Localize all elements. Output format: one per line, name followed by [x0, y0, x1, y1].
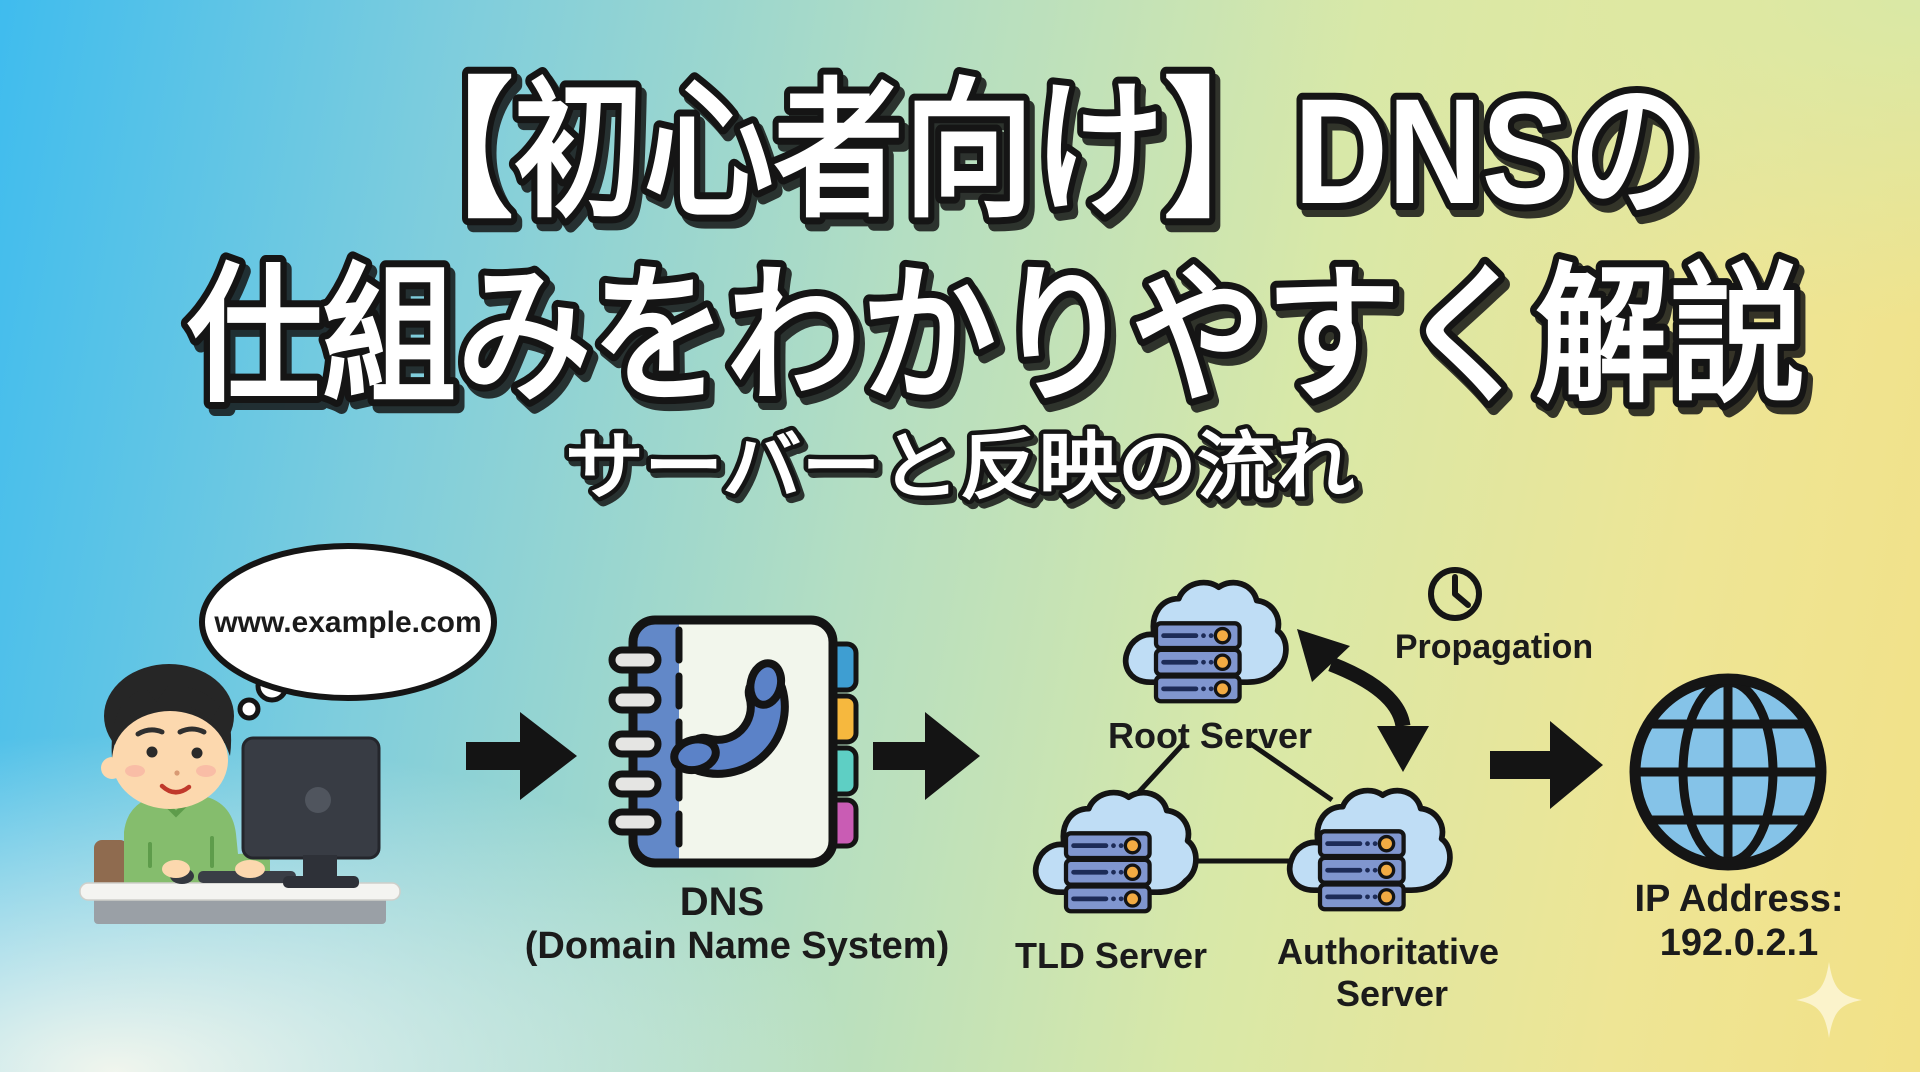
blush-left	[125, 765, 145, 777]
monitor-base	[283, 876, 359, 888]
thought-bubble-icon: www.example.com	[199, 543, 497, 721]
phone-book-icon: DNS (Domain Name System)	[525, 615, 949, 967]
dns-label: DNS	[680, 880, 764, 924]
tld-server-label: TLD Server	[1015, 935, 1207, 976]
cloud-server-icon-tld	[1036, 793, 1196, 912]
ip-address-value: 192.0.2.1	[1660, 922, 1818, 964]
chair	[94, 840, 128, 890]
dns-server-network: Root Server TLD Server Authoritative Ser…	[1015, 567, 1593, 1014]
flow-arrow-1	[466, 712, 577, 800]
globe-grid	[1640, 684, 1816, 860]
monitor-stand	[303, 855, 337, 879]
person-eye-right	[191, 747, 203, 759]
person-eyebrows	[135, 726, 207, 737]
authoritative-server-label-2: Server	[1336, 973, 1448, 1014]
phone-handset-icon	[670, 659, 789, 778]
blush-right	[196, 765, 216, 777]
flow-arrow-3	[1490, 721, 1603, 809]
person-eye-left	[146, 746, 158, 758]
sparkle-icon	[1796, 962, 1862, 1038]
sleeve-line	[148, 836, 214, 868]
binder-rings	[608, 646, 662, 836]
propagation-cycle-arrow	[1297, 629, 1429, 772]
thought-domain-text: www.example.com	[213, 606, 481, 639]
clock-icon	[1428, 567, 1482, 621]
cloud-server-icon-root	[1126, 583, 1286, 702]
title-line-1: 【初心者向け】DNSの	[384, 67, 1699, 235]
subtitle: サーバーと反映の流れ	[565, 425, 1355, 508]
globe-result: IP Address: 192.0.2.1	[1629, 673, 1844, 964]
monitor-logo	[305, 787, 331, 813]
user-at-computer: www.example.com	[79, 543, 497, 924]
cloud-server-icon-authoritative	[1290, 791, 1450, 910]
dns-sublabel: (Domain Name System)	[525, 925, 949, 967]
hand-right	[235, 860, 265, 878]
person-body	[124, 795, 270, 888]
propagation-label: Propagation	[1395, 628, 1593, 666]
root-server-label: Root Server	[1108, 715, 1312, 756]
authoritative-server-label-1: Authoritative	[1277, 931, 1499, 972]
title-line-2: 仕組みをわかりやすく解説	[187, 252, 1805, 420]
ip-address-label: IP Address:	[1634, 878, 1843, 920]
flow-arrow-2	[873, 712, 980, 800]
person-hair-fringe	[111, 685, 232, 758]
person-nose	[174, 770, 180, 776]
person-face	[112, 711, 228, 809]
desk-front	[94, 897, 386, 924]
hand-left	[162, 860, 190, 878]
person-mouth	[159, 783, 192, 795]
